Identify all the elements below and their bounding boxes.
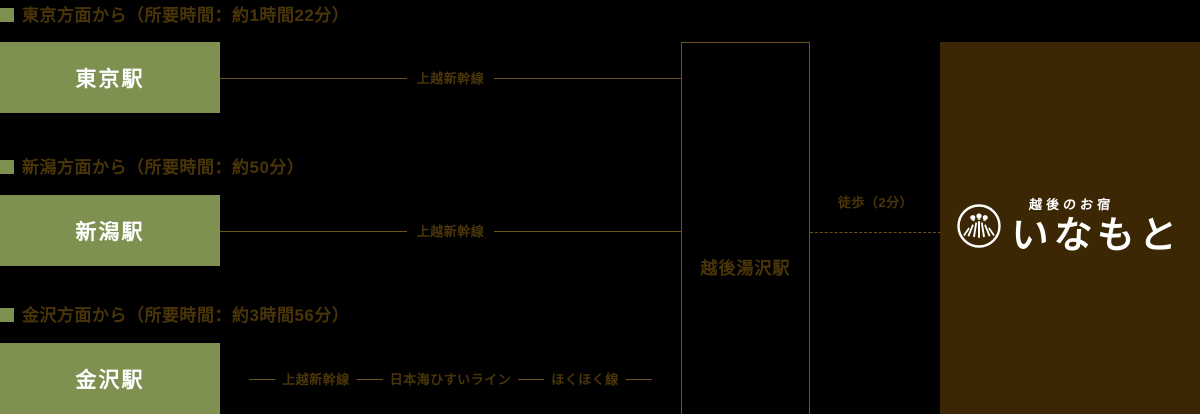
route-heading-kanazawa: 金沢方面から（所要時間：約3時間56分） (0, 304, 349, 326)
walk-dashed-line (810, 232, 941, 233)
rail-line-segment (249, 378, 276, 380)
route-heading-label: 新潟方面から（所要時間：約50分） (22, 157, 305, 177)
connector-tokyo: 上越新幹線 (220, 69, 682, 87)
walk-connector: 徒歩（2分） (810, 196, 941, 236)
logo-tagline: 越後のお宿 (1028, 197, 1115, 213)
logo-text: 越後のお宿 いなもと (1009, 197, 1185, 257)
bullet-square-icon (0, 308, 14, 322)
route-heading-tokyo: 東京方面から（所要時間：約1時間22分） (0, 4, 349, 26)
station-box-label: 東京駅 (75, 67, 145, 91)
rail-line-label: 上越新幹線 (416, 223, 485, 239)
family-crest-icon (957, 204, 1002, 248)
walk-label: 徒歩（2分） (837, 195, 914, 210)
route-row-tokyo: 東京方面から（所要時間：約1時間22分） 東京駅 上越新幹線 (0, 0, 682, 130)
connector-niigata: 上越新幹線 (220, 222, 682, 240)
hub-station-label: 越後湯沢駅 (700, 259, 791, 278)
station-box-kanazawa[interactable]: 金沢駅 (0, 343, 220, 414)
station-box-label: 金沢駅 (75, 368, 145, 392)
connector-kanazawa: 上越新幹線 日本海ひすいライン ほくほく線 (220, 370, 681, 388)
hub-station-box[interactable]: 越後湯沢駅 (681, 42, 810, 414)
rail-line-segment (625, 378, 652, 380)
rail-line-segment (518, 378, 545, 380)
rail-line-segment (494, 77, 682, 79)
logo-name: いなもと (1009, 211, 1185, 257)
rail-line-label: 上越新幹線 (416, 70, 485, 86)
logo-lockup[interactable]: 越後のお宿 いなもと (957, 197, 1185, 257)
station-box-label: 新潟駅 (75, 220, 145, 244)
bullet-square-icon (0, 160, 14, 174)
rail-line-label: 日本海ひすいライン (389, 371, 512, 387)
bullet-square-icon (0, 8, 14, 22)
route-row-niigata: 新潟方面から（所要時間：約50分） 新潟駅 上越新幹線 (0, 152, 682, 282)
logo-wrap: 越後のお宿 いなもと (940, 42, 1200, 414)
rail-line-segment (220, 230, 407, 232)
route-heading-label: 東京方面から（所要時間：約1時間22分） (22, 5, 350, 25)
rail-line-segment (356, 378, 383, 380)
station-box-niigata[interactable]: 新潟駅 (0, 195, 220, 266)
station-box-tokyo[interactable]: 東京駅 (0, 42, 220, 113)
route-heading-niigata: 新潟方面から（所要時間：約50分） (0, 156, 304, 178)
logo-panel: 越後のお宿 いなもと (940, 42, 1200, 414)
rail-line-label: 上越新幹線 (282, 371, 350, 387)
rail-line-segment (494, 230, 682, 232)
route-heading-label: 金沢方面から（所要時間：約3時間56分） (22, 305, 350, 325)
route-row-kanazawa: 金沢方面から（所要時間：約3時間56分） 金沢駅 上越新幹線 日本海ひすいライン… (0, 300, 681, 414)
rail-line-label: ほくほく線 (551, 371, 619, 387)
rail-line-segment (220, 77, 407, 79)
